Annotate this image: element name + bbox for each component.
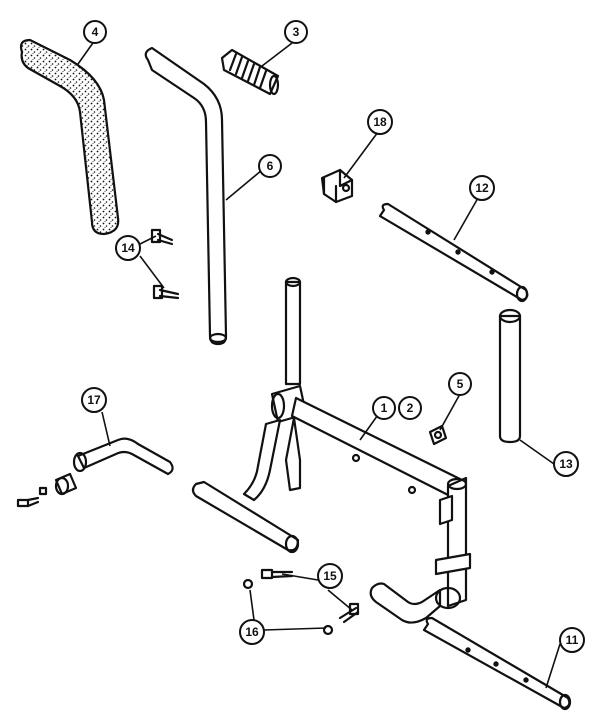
foam-grip-sleeve-part [19, 38, 120, 236]
svg-text:12: 12 [475, 181, 489, 195]
callout-16: 16 [239, 619, 265, 645]
clip-bracket-part [320, 168, 354, 204]
svg-text:16: 16 [245, 625, 259, 639]
callout-17: 17 [81, 387, 107, 413]
handle-tube-part [144, 46, 228, 346]
callout-13: 13 [553, 451, 579, 477]
callout-4: 4 [83, 20, 107, 44]
vertical-tube-part [498, 308, 522, 444]
small-clip-part [428, 424, 448, 446]
svg-text:17: 17 [87, 393, 101, 407]
callout-5: 5 [448, 372, 472, 396]
svg-text:4: 4 [92, 25, 99, 39]
callout-3: 3 [284, 20, 308, 44]
threaded-plug-part [220, 48, 280, 96]
svg-text:13: 13 [559, 457, 573, 471]
svg-text:3: 3 [293, 25, 300, 39]
callout-15: 15 [317, 563, 343, 589]
elbow-tube-part [16, 437, 174, 508]
callout-18: 18 [367, 109, 393, 135]
screws-nuts-part [242, 568, 360, 636]
callout-2: 2 [398, 396, 422, 420]
upper-cross-tube-part [378, 202, 529, 303]
callout-11: 11 [559, 627, 585, 653]
svg-text:5: 5 [457, 377, 464, 391]
screws-part-14 [150, 228, 180, 300]
svg-text:11: 11 [566, 633, 579, 647]
svg-text:15: 15 [323, 569, 337, 583]
svg-text:14: 14 [121, 241, 135, 255]
svg-text:1: 1 [381, 401, 388, 415]
callout-6: 6 [258, 154, 282, 178]
lower-cross-tube-part [422, 616, 572, 711]
callout-12: 12 [469, 175, 495, 201]
callout-1: 1 [372, 396, 396, 420]
svg-text:6: 6 [267, 159, 274, 173]
svg-text:2: 2 [407, 401, 414, 415]
main-frame-assembly-part [191, 276, 472, 624]
svg-text:18: 18 [373, 115, 387, 129]
callout-14: 14 [115, 235, 141, 261]
leader-lines [77, 39, 561, 689]
